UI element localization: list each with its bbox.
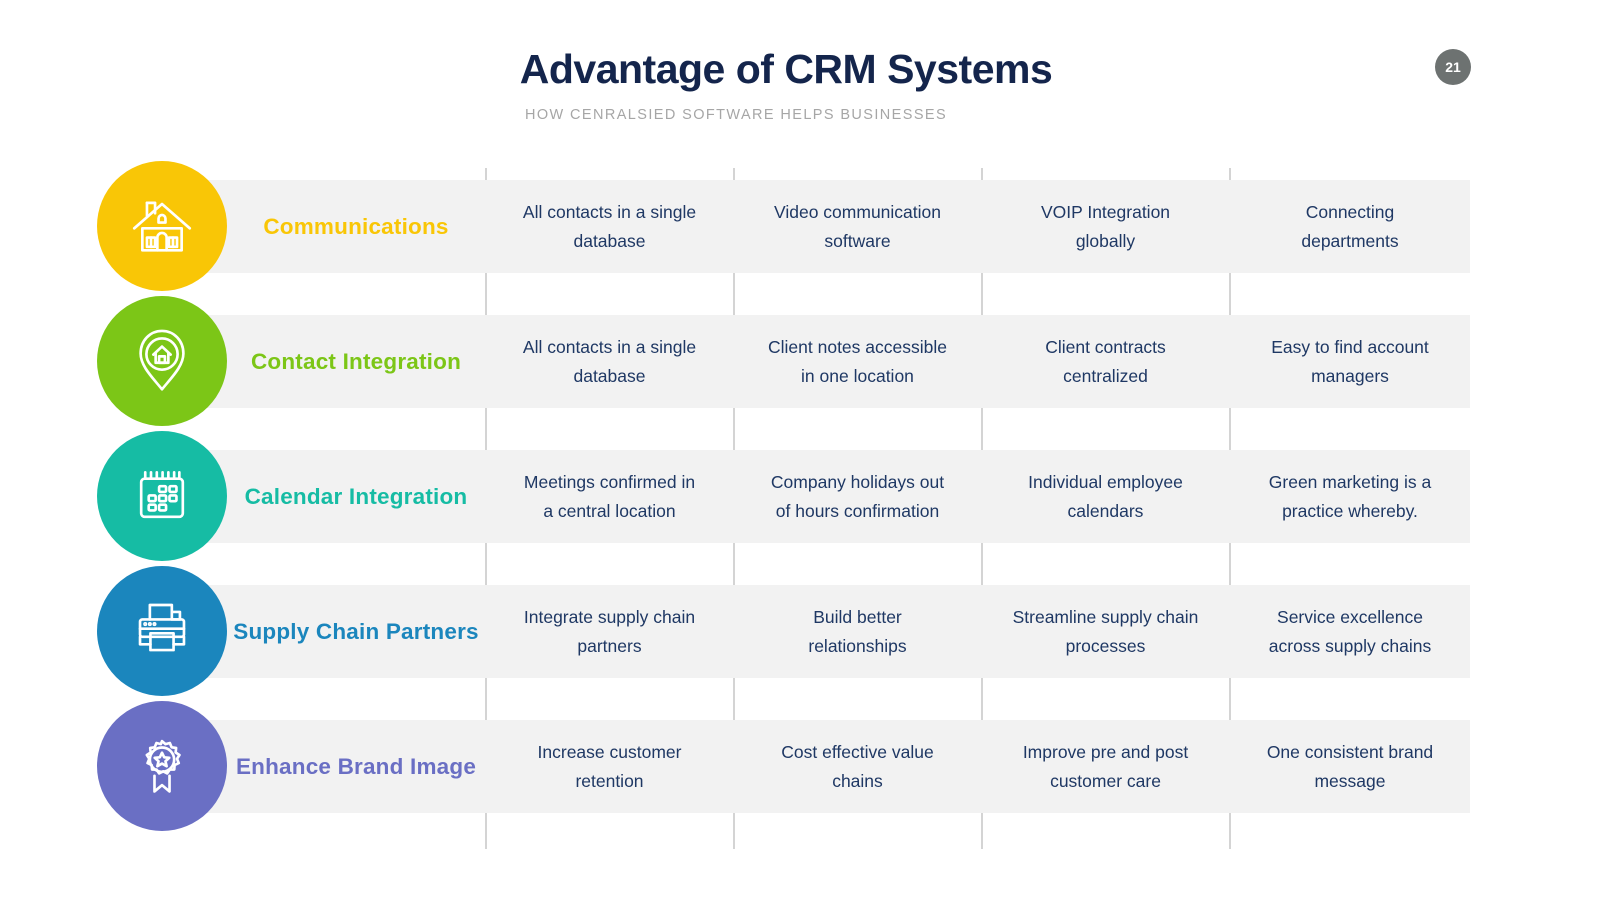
row-label: Supply Chain Partners: [233, 618, 479, 644]
page-title: Advantage of CRM Systems: [519, 46, 1053, 92]
table-cell: Green marketing is a practice whereby.: [1268, 471, 1432, 521]
table-cell: Streamline supply chain processes: [1012, 606, 1199, 656]
table-cell: All contacts in a single database: [522, 336, 697, 386]
supply-chain-icon-circle: [97, 566, 227, 696]
table-cell: Integrate supply chain partners: [523, 606, 696, 656]
row-communications: Communications All contacts in a single …: [0, 161, 1600, 291]
communications-icon-circle: [97, 161, 227, 291]
page-number-badge: 21: [1435, 49, 1471, 85]
row-band: [168, 720, 1470, 813]
award-ribbon-icon: [145, 739, 181, 793]
table-cell: Improve pre and post customer care: [1022, 741, 1189, 791]
table-cell: VOIP Integration globally: [1040, 201, 1171, 251]
location-pin-house-icon: [139, 329, 185, 391]
table-cell: Cost effective value chains: [781, 741, 934, 791]
table-cell: Easy to find account managers: [1271, 336, 1429, 386]
contact-integration-icon-circle: [97, 296, 227, 426]
table-cell: One consistent brand message: [1266, 741, 1434, 791]
table-cell: Build better relationships: [808, 606, 907, 656]
table-cell: All contacts in a single database: [522, 201, 697, 251]
table-cell: Individual employee calendars: [1028, 471, 1183, 521]
row-contact-integration: Contact Integration All contacts in a si…: [0, 296, 1600, 426]
row-label: Calendar Integration: [244, 483, 468, 509]
row-enhance-brand-image: Enhance Brand Image Increase customer re…: [0, 701, 1600, 831]
table-cell: Service excellence across supply chains: [1268, 606, 1432, 656]
table-cell: Video communication software: [774, 201, 941, 251]
table-cell: Meetings confirmed in a central location: [523, 471, 696, 521]
printer-icon: [138, 603, 186, 652]
row-calendar-integration: Calendar Integration Meetings confirmed …: [0, 431, 1600, 561]
table-cell: Client notes accessible in one location: [768, 336, 947, 386]
calendar-integration-icon-circle: [97, 431, 227, 561]
row-band: [168, 315, 1470, 408]
row-supply-chain-partners: Supply Chain Partners Integrate supply c…: [0, 566, 1600, 696]
row-label: Enhance Brand Image: [235, 753, 477, 779]
table-cell: Company holidays out of hours confirmati…: [770, 471, 945, 521]
page-number: 21: [1445, 59, 1461, 75]
table-cell: Increase customer retention: [537, 741, 682, 791]
row-band: [168, 180, 1470, 273]
table-cell: Connecting departments: [1301, 201, 1399, 251]
house-icon: [132, 201, 192, 252]
calendar-icon: [139, 470, 185, 519]
table-cell: Client contracts centralized: [1045, 336, 1166, 386]
page-subtitle: HOW CENRALSIED SOFTWARE HELPS BUSINESSES: [524, 107, 948, 123]
row-band: [168, 450, 1470, 543]
row-label: Communications: [263, 213, 449, 239]
brand-image-icon-circle: [97, 701, 227, 831]
row-label: Contact Integration: [250, 348, 462, 374]
row-band: [168, 585, 1470, 678]
